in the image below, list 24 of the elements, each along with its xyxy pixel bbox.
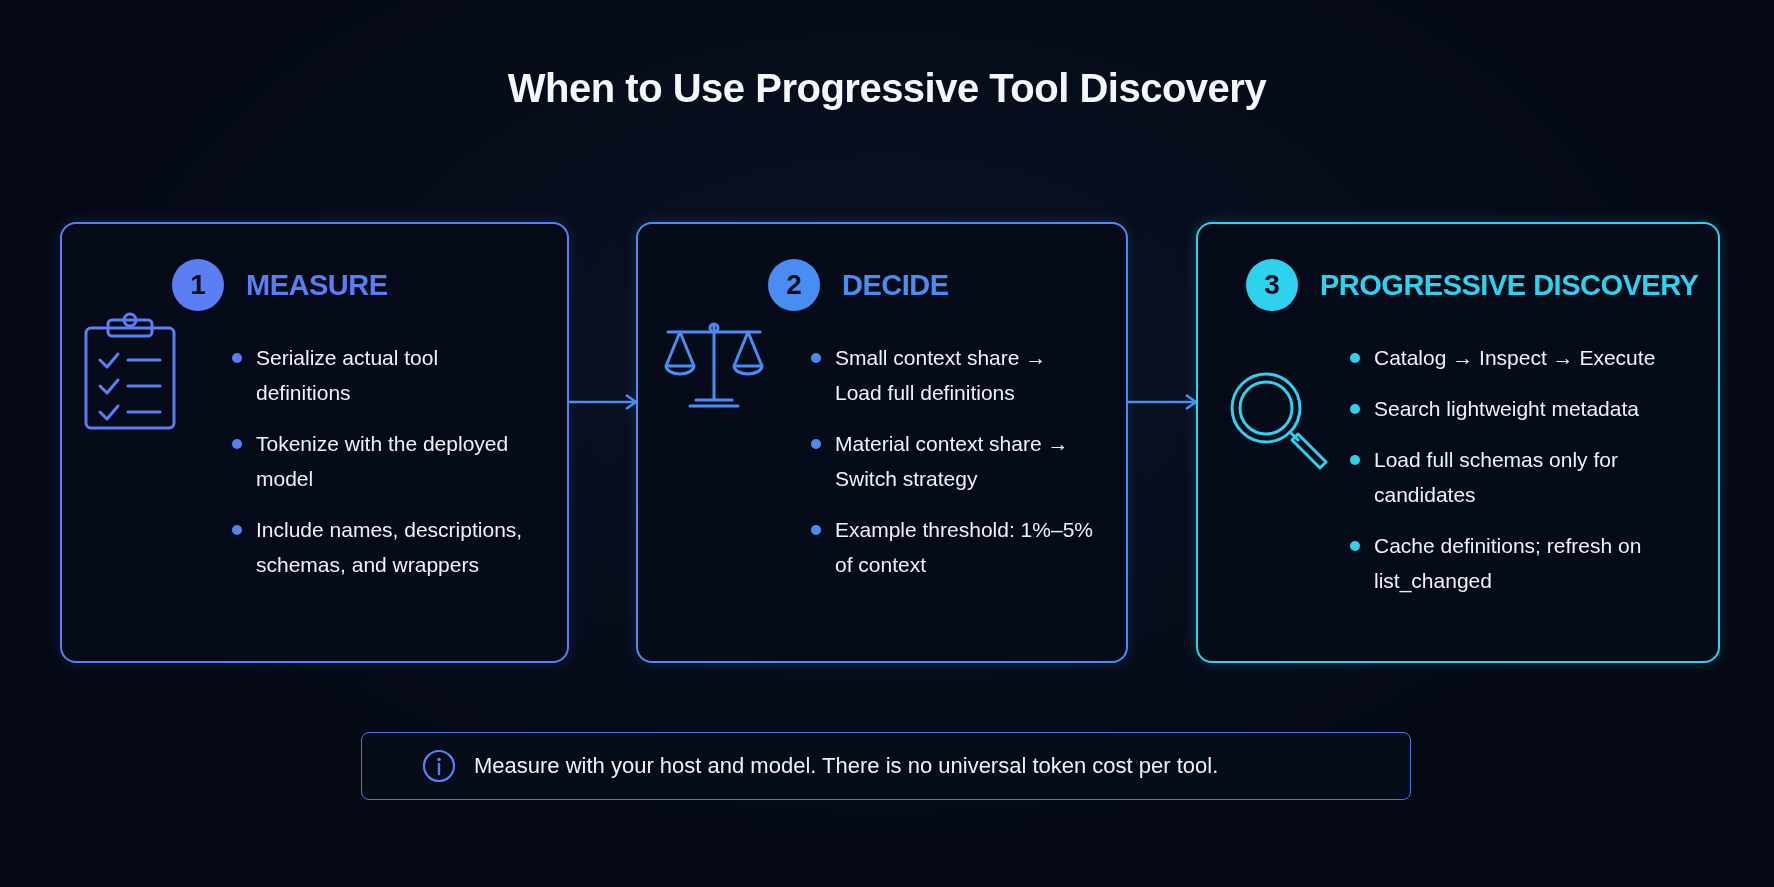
- bullet-text: Tokenize with the deployed model: [256, 431, 510, 492]
- arrow: [569, 393, 638, 411]
- note-box: [361, 732, 1411, 800]
- title: When to Use Progressive Tool Discovery: [507, 66, 1267, 111]
- bullet-text: Load full schemas only for candidates: [1374, 447, 1619, 508]
- bullet-text: Example threshold: 1%–5% of context: [835, 517, 1094, 578]
- bullet-text: Cache definitions; refresh on list_changed: [1374, 533, 1643, 595]
- bullet-text: Include names, descriptions, schemas, and wrappers: [256, 517, 524, 578]
- step-panel: [60, 222, 569, 663]
- step-heading: PROGRESSIVE DISCOVERY: [1320, 268, 1699, 302]
- step-number: 2: [768, 259, 820, 311]
- step-number: 3: [1246, 259, 1298, 311]
- bullet-text: Catalog → Inspect → Execute: [1374, 345, 1656, 371]
- bullet-text: Small context share → Load full definitions: [835, 345, 1048, 406]
- step-panel: [636, 222, 1128, 663]
- step-panel: [1196, 222, 1720, 663]
- bullet-text: Material context share → Switch strategy: [835, 431, 1070, 492]
- step-heading: DECIDE: [842, 268, 949, 302]
- bullet-text: Serialize actual tool definitions: [256, 345, 440, 406]
- note-text: Measure with your host and model. There is no universal token cost per tool.: [474, 753, 1219, 779]
- arrow: [1128, 393, 1198, 411]
- bullet-text: Search lightweight metadata: [1374, 396, 1639, 422]
- step-heading: MEASURE: [246, 268, 388, 302]
- step-number: 1: [172, 259, 224, 311]
